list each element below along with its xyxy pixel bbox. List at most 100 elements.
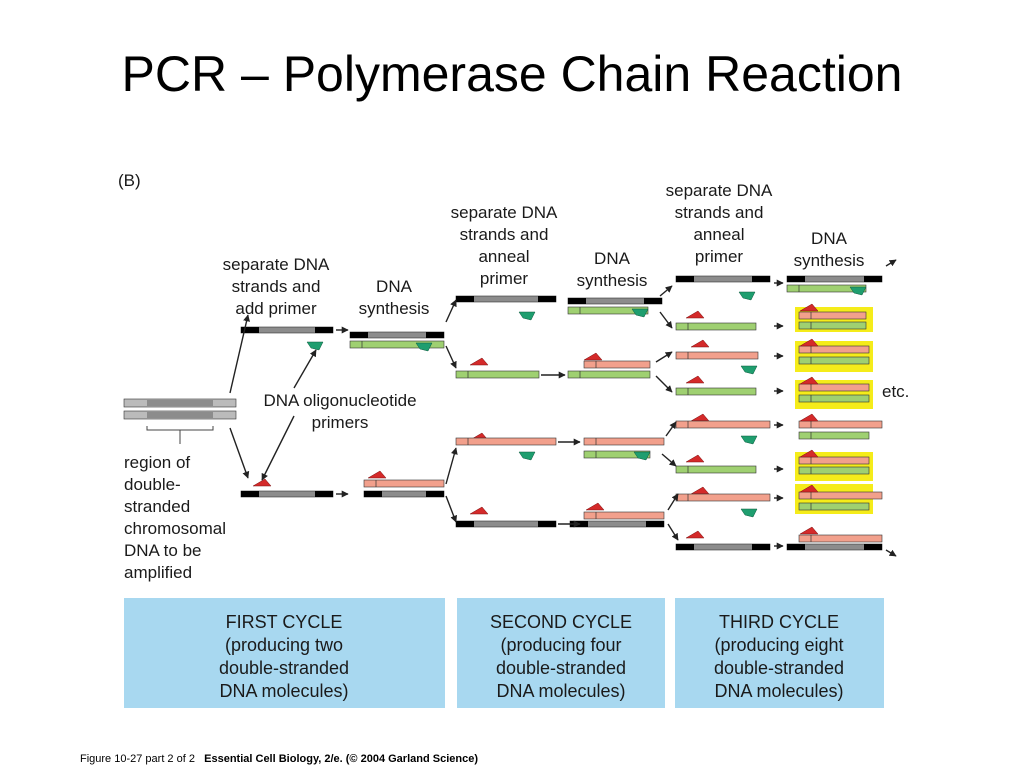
new-strand xyxy=(583,450,651,459)
c1-separate-label: separate DNA strands and add primer xyxy=(223,255,330,318)
cycle-1-text-line: FIRST CYCLE xyxy=(226,612,343,632)
strand-end xyxy=(456,296,474,302)
strand-end xyxy=(676,276,694,282)
red-primer xyxy=(469,506,489,515)
c1-synthesis-label-line: DNA xyxy=(376,277,413,296)
new-strand xyxy=(675,322,757,331)
cycle-3-text-line: DNA molecules) xyxy=(714,681,843,701)
c2-separate-label-line: primer xyxy=(480,269,529,288)
new-strand xyxy=(675,465,757,474)
region-label-line: chromosomal xyxy=(124,519,226,538)
new-strand xyxy=(798,491,883,500)
green-primer xyxy=(738,291,756,301)
green-primer xyxy=(518,451,536,461)
strand-end xyxy=(644,298,662,304)
red-primer xyxy=(799,413,819,422)
new-strand xyxy=(798,311,867,320)
flow-arrow xyxy=(655,375,673,393)
flow-arrow xyxy=(661,453,677,467)
red-primer xyxy=(799,338,819,347)
flow-arrow xyxy=(445,447,458,485)
cycle-3-text-line: (producing eight xyxy=(714,635,843,655)
c2-synthesis-label-line: DNA xyxy=(594,249,631,268)
strand-end xyxy=(426,332,444,338)
strand-end xyxy=(426,491,444,497)
flow-arrow xyxy=(667,523,679,541)
red-primer xyxy=(690,413,710,422)
red-primer xyxy=(685,454,705,463)
red-primer xyxy=(799,376,819,385)
strand-end xyxy=(568,298,586,304)
new-strand xyxy=(786,284,867,293)
new-strand xyxy=(798,356,870,365)
c3-separate-label-line: primer xyxy=(695,247,744,266)
primer-pointer xyxy=(293,349,317,389)
strand-end xyxy=(538,296,556,302)
c1-separate-label-line: add primer xyxy=(235,299,317,318)
green-primer xyxy=(306,341,324,351)
continue-arrow xyxy=(885,549,897,557)
cycle-1-text-line: double-stranded xyxy=(219,658,349,678)
cycle-2-text-line: double-stranded xyxy=(496,658,626,678)
flow-arrow xyxy=(665,421,677,437)
red-primer xyxy=(367,470,387,479)
c3-separate-label-line: anneal xyxy=(693,225,744,244)
new-strand xyxy=(583,360,651,369)
strand-end xyxy=(315,327,333,333)
first-cycle-panel xyxy=(124,598,445,708)
primers-label-line: primers xyxy=(312,413,369,432)
new-strand xyxy=(675,420,771,429)
new-strand xyxy=(583,437,665,446)
region-label-line: region of xyxy=(124,453,190,472)
strand-end xyxy=(864,276,882,282)
flow-arrow xyxy=(655,351,673,363)
c1-separate-label-line: strands and xyxy=(232,277,321,296)
c2-separate-label-line: strands and xyxy=(460,225,549,244)
green-primer xyxy=(849,286,867,296)
strand-end xyxy=(752,544,770,550)
c3-synthesis-label-line: DNA xyxy=(811,229,848,248)
figure-reference: Figure 10-27 part 2 of 2 xyxy=(80,753,195,765)
region-label-line: double- xyxy=(124,475,181,494)
flow-arrow xyxy=(659,285,673,297)
new-strand xyxy=(798,420,883,429)
strand-end xyxy=(787,276,805,282)
strand-end xyxy=(676,544,694,550)
cycle-1-text-line: DNA molecules) xyxy=(219,681,348,701)
new-strand xyxy=(798,456,870,465)
strand-end xyxy=(364,491,382,497)
cycle-2-text-line: (producing four xyxy=(500,635,621,655)
red-primer xyxy=(799,526,819,535)
new-strand xyxy=(349,340,445,349)
cycle-1-text-line: (producing two xyxy=(225,635,343,655)
cycle-3-text-line: THIRD CYCLE xyxy=(719,612,839,632)
c3-separate-label-line: strands and xyxy=(675,203,764,222)
split-arrow-down xyxy=(229,427,250,479)
red-primer xyxy=(252,478,272,487)
red-primer xyxy=(799,484,819,493)
flow-arrow xyxy=(659,311,673,329)
second-cycle-panel xyxy=(457,598,665,708)
split-arrow-up xyxy=(229,314,250,394)
new-strand xyxy=(798,431,870,440)
strand-end xyxy=(241,327,259,333)
cycle-2-text-line: DNA molecules) xyxy=(496,681,625,701)
green-primer xyxy=(740,508,758,518)
strand-end xyxy=(646,521,664,527)
cycle-1-text: FIRST CYCLE (producing two double-stranded… xyxy=(219,612,349,701)
green-primer xyxy=(740,365,758,375)
new-strand xyxy=(798,466,870,475)
continue-arrow xyxy=(885,259,897,267)
c2-synthesis-label-line: synthesis xyxy=(577,271,648,290)
new-strand xyxy=(675,493,771,502)
c1-separate-label-line: separate DNA xyxy=(223,255,330,274)
new-strand xyxy=(798,502,870,511)
c2-separate-label-line: anneal xyxy=(478,247,529,266)
